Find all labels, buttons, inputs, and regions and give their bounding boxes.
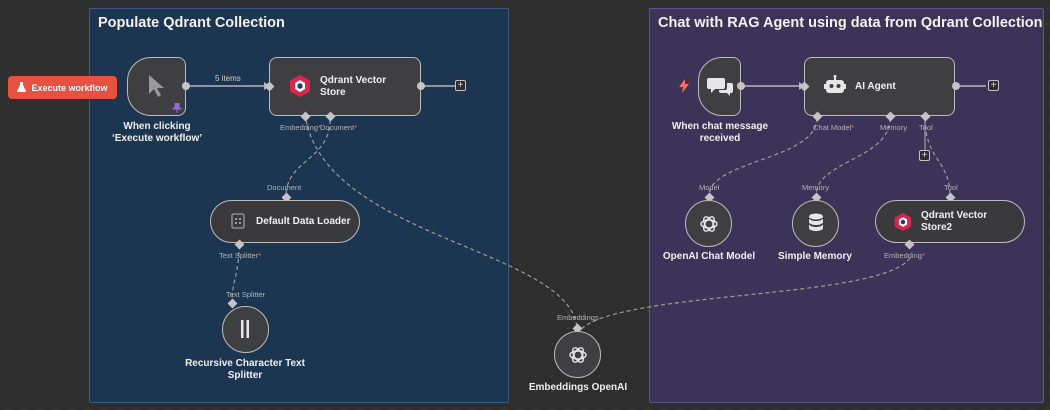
text-splitter-node[interactable] (222, 306, 269, 353)
items-count-label: 5 items (215, 74, 241, 83)
chat-model-port-text: Chat Model (813, 123, 852, 132)
embedding2-port-text: Embedding (884, 251, 922, 260)
required-mark: * (921, 251, 925, 260)
simple-memory-port-label: Memory (802, 183, 830, 192)
wire-text-splitter (231, 244, 240, 303)
ai-agent-tool-add-plus[interactable]: + (919, 150, 930, 161)
qdrant-embedding-port-label: Embedding* (280, 123, 321, 132)
chat-trigger-output[interactable] (737, 82, 745, 90)
qdrant-vector-store-label: Qdrant Vector Store (320, 75, 387, 98)
required-mark: * (354, 123, 358, 132)
data-loader-document-label: Document (267, 183, 302, 192)
chat-icon (707, 76, 733, 103)
manual-trigger-node[interactable] (127, 57, 186, 116)
default-data-loader-label: Default Data Loader (256, 216, 351, 227)
pin-icon (171, 100, 183, 118)
embeddings-openai-node[interactable] (554, 331, 601, 378)
manual-trigger-output[interactable] (182, 82, 190, 90)
flask-icon (17, 81, 27, 94)
ai-agent-chat-model-label: Chat Model* (813, 123, 854, 132)
qdrant-vector-store2-label: Qdrant Vector Store2 (921, 210, 988, 233)
ai-agent-node[interactable]: AI Agent (804, 57, 955, 116)
required-mark: * (851, 123, 855, 132)
cursor-icon (147, 74, 165, 103)
qdrant-vector-store-node[interactable]: Qdrant Vector Store (269, 57, 421, 116)
openai-chat-model-node[interactable] (685, 200, 732, 247)
wire-document (285, 119, 331, 197)
lightning-icon (679, 79, 689, 98)
default-data-loader-node[interactable]: Default Data Loader (210, 200, 360, 243)
qdrant-icon (894, 212, 912, 237)
qdrant-store2-embedding-label: Embedding* (884, 251, 925, 260)
text-splitter-input-label: Text Splitter (226, 290, 266, 299)
database-icon (808, 213, 824, 238)
chat-trigger-label: When chat message received (671, 121, 769, 144)
wire-embedding (305, 119, 578, 331)
text-splitter-port-text: Text Splitter (219, 251, 259, 260)
group-populate-title: Populate Qdrant Collection (98, 15, 285, 31)
qdrant-document-port-label: Document* (320, 123, 357, 132)
ai-agent-memory-label: Memory (880, 123, 908, 132)
openai-icon (568, 345, 588, 370)
execute-workflow-label: Execute workflow (31, 82, 108, 93)
manual-trigger-label: When clicking ‘Execute workflow’ (111, 121, 203, 144)
qdrant-store2-tool-label: Tool (944, 183, 958, 192)
openai-icon (699, 214, 719, 239)
text-splitter-label: Recursive Character Text Splitter (185, 358, 305, 381)
wire-tool (924, 117, 951, 197)
simple-memory-label: Simple Memory (778, 251, 852, 262)
qdrant-icon (289, 74, 311, 103)
required-mark: * (258, 251, 262, 260)
openai-chat-model-label: OpenAI Chat Model (662, 251, 756, 262)
embeddings-input-label: Embeddings (557, 313, 599, 322)
ai-agent-add-plus[interactable]: + (988, 80, 999, 91)
ai-agent-tool-label: Tool (919, 123, 933, 132)
qdrant-add-plus[interactable]: + (455, 80, 466, 91)
embedding-port-text: Embedding (280, 123, 318, 132)
required-mark: * (317, 123, 321, 132)
splitter-icon (239, 319, 251, 344)
document-icon (231, 213, 245, 234)
ai-agent-label: AI Agent (855, 81, 896, 92)
embeddings-openai-label: Embeddings OpenAI (528, 382, 628, 393)
chat-trigger-node[interactable] (698, 57, 741, 116)
wire-embedding2 (579, 257, 911, 331)
ai-agent-output[interactable] (952, 82, 960, 90)
qdrant-vector-store2-node[interactable]: Qdrant Vector Store2 (875, 200, 1025, 243)
simple-memory-node[interactable] (792, 200, 839, 247)
document-port-text: Document (320, 123, 355, 132)
wire-memory (815, 117, 891, 197)
qdrant-output[interactable] (417, 82, 425, 90)
robot-icon (824, 75, 846, 100)
openai-chat-model-port-label: Model (699, 183, 720, 192)
data-loader-text-splitter-label: Text Splitter* (219, 251, 261, 260)
execute-workflow-button[interactable]: Execute workflow (8, 76, 117, 99)
wire-chat-model (708, 117, 818, 197)
group-chat-title: Chat with RAG Agent using data from Qdra… (658, 15, 1043, 31)
